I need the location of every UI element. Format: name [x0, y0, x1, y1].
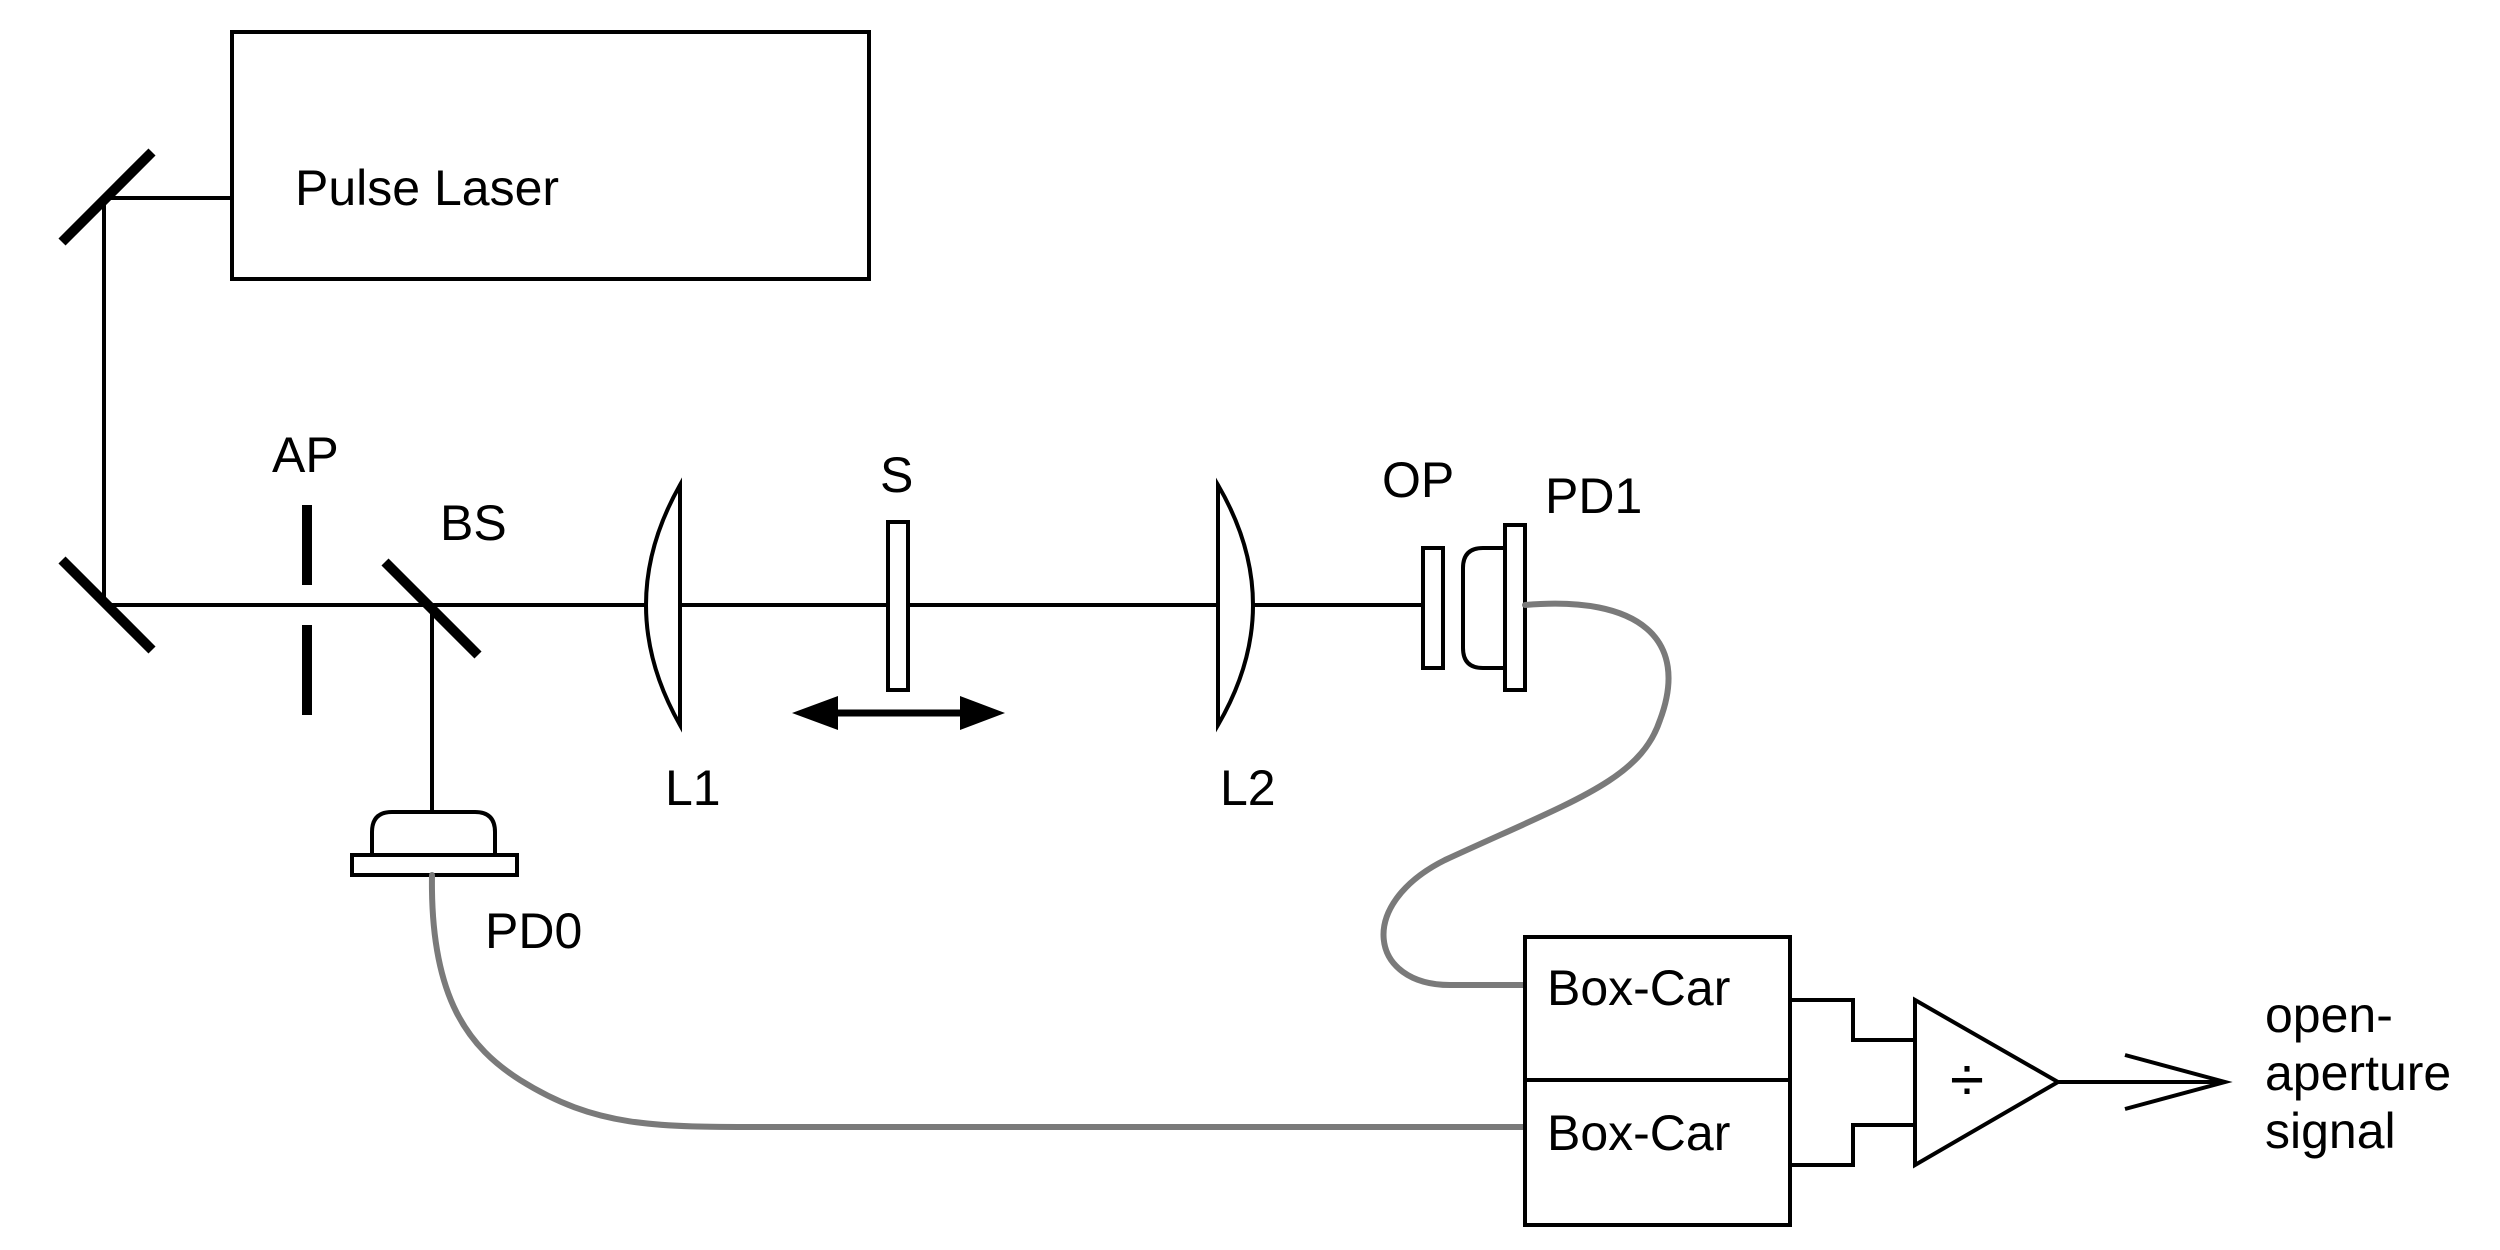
beam-splitter-label: BS — [440, 495, 507, 551]
pd0-label: PD0 — [485, 903, 582, 959]
lens-l2-label: L2 — [1220, 760, 1276, 816]
boxcar-bottom — [1523, 1078, 1792, 1227]
output-signal-label-line3: signal — [2265, 1103, 2396, 1159]
boxcar-bottom-to-divider-wire — [1790, 1123, 1915, 1167]
output-arrow-head — [2124, 1053, 2233, 1111]
divider-amplifier — [1913, 996, 2063, 1169]
boxcar-top — [1523, 935, 1792, 1082]
lens-l1 — [644, 477, 682, 733]
pd1-cable — [1380, 600, 1672, 988]
pulse-laser-box — [230, 30, 871, 281]
optical-filter-label: OP — [1382, 452, 1454, 508]
sample — [886, 520, 910, 692]
pd1-detector-dome — [1461, 546, 1507, 670]
boxcar-top-label: Box-Car — [1547, 960, 1730, 1016]
pd1-detector-base — [1503, 523, 1527, 692]
top-mirror — [58, 148, 156, 246]
pulse-laser-label: Pulse Laser — [295, 160, 559, 216]
divider-symbol: ÷ — [1950, 1046, 1984, 1115]
translation-arrow-right-head — [960, 696, 1005, 730]
lens-l1-label: L1 — [665, 760, 721, 816]
pd0-detector-dome — [370, 810, 497, 857]
sample-label: S — [880, 447, 913, 503]
lens-l2 — [1216, 477, 1255, 733]
translation-arrow-left-head — [792, 696, 838, 730]
output-signal-label-line2: aperture — [2265, 1045, 2451, 1101]
aperture-label: AP — [272, 427, 339, 483]
pd0-detector-base — [350, 853, 519, 877]
boxcar-top-to-divider-wire — [1790, 998, 1915, 1042]
pd0-cable — [428, 872, 1528, 1131]
output-signal-label-line1: open- — [2265, 987, 2393, 1043]
boxcar-bottom-label: Box-Car — [1547, 1105, 1730, 1161]
pd1-label: PD1 — [1545, 468, 1642, 524]
optical-filter — [1421, 546, 1445, 670]
